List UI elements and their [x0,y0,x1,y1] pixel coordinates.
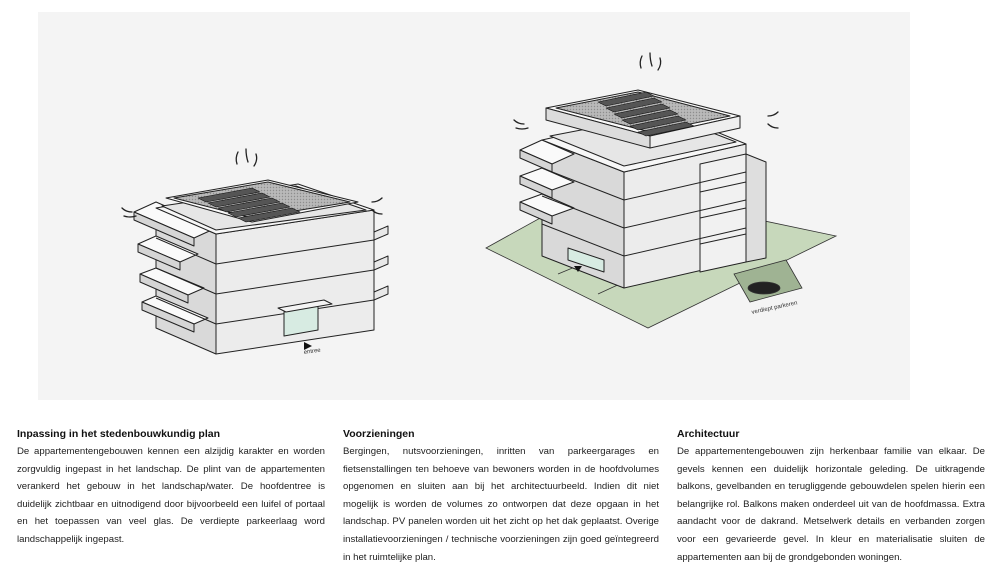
left-pv-panels [197,187,301,223]
section-body: De appartementengebouwen kennen een alzi… [17,446,325,545]
entrance-arrow-icon [304,342,312,350]
left-building [133,179,389,355]
section-title: Architectuur [677,428,740,440]
right-building [519,89,767,289]
sun-icon [121,148,383,218]
isometric-buildings-diagram: entree [121,52,838,356]
sunken-parking-label: verdiept parkeren [751,300,798,316]
section-urban-planning: Inpassing in het stedenbouwkundig plan D… [17,428,325,549]
illustration-panel: entree [38,12,910,400]
section-body: De appartementengebouwen zijn herkenbaar… [677,446,985,563]
section-title: Inpassing in het stedenbouwkundig plan [17,428,221,440]
entrance-arrow-icon [574,266,582,272]
entrance-label: entree [303,348,321,356]
right-pv-panels [597,91,695,137]
left-balconies [133,201,217,333]
section-title: Voorzieningen [343,428,415,440]
right-floor-bands [541,167,747,288]
section-facilities: Voorzieningen Bergingen, nutsvoorziening… [343,428,659,566]
right-balconies [373,225,389,301]
section-architecture: Architectuur De appartementengebouwen zi… [677,428,985,566]
left-floor-bands [155,234,375,354]
sun-icon [513,52,779,130]
section-body: Bergingen, nutsvoorzieningen, inritten v… [343,446,659,563]
right-left-balconies [519,139,575,225]
